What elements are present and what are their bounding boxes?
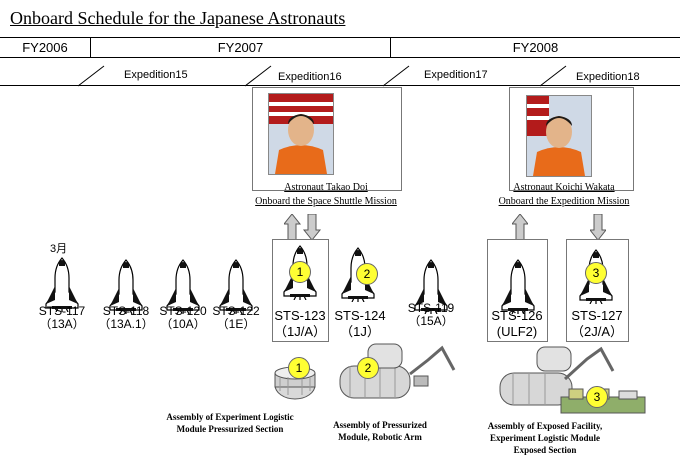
- mission-flight: （2J/A）: [570, 324, 623, 339]
- assembly-caption: Module Pressurized Section: [176, 424, 284, 434]
- mission-name: STS-126: [491, 308, 543, 323]
- mission-name: STS-127: [571, 308, 623, 323]
- assembly-caption: Assembly of Exposed Facility,: [487, 421, 603, 431]
- astronaut-name: Astronaut Takao Doi: [284, 182, 368, 193]
- mission-flight: (ULF2): [496, 324, 538, 339]
- astronaut-photo: [268, 93, 334, 175]
- assembly-caption: Experiment Logistic Module: [490, 433, 600, 443]
- fy-label: FY2006: [22, 40, 68, 55]
- fy-label: FY2008: [512, 40, 559, 55]
- assembly-caption: Assembly of Pressurized: [333, 420, 427, 430]
- mission-flight: （1J/A）: [273, 324, 326, 339]
- assembly-caption: Module, Robotic Arm: [338, 432, 422, 442]
- mission-flight: （13A）: [39, 317, 85, 331]
- mission-name: STS-118: [102, 304, 150, 318]
- mission-flight: （1E）: [216, 317, 256, 331]
- fiscal-year-row: FY2006 FY2007 FY2008: [0, 37, 680, 58]
- assembly-caption: Assembly of Experiment Logistic: [166, 412, 294, 422]
- mission-badge: 3: [585, 262, 607, 284]
- month-note: 3月: [50, 243, 68, 255]
- mission-box: [487, 239, 548, 342]
- expedition-timeline: [0, 65, 680, 87]
- page-title: Onboard Schedule for the Japanese Astron…: [10, 8, 346, 28]
- module-illustration: [499, 346, 646, 414]
- expedition-label: Expedition15: [124, 69, 188, 81]
- fy-label: FY2007: [217, 40, 264, 55]
- assembly-badge: 3: [586, 386, 608, 408]
- mission-flight: （10A）: [160, 317, 206, 331]
- astronaut-role: Onboard the Space Shuttle Mission: [255, 196, 397, 207]
- down-arrow: [590, 214, 606, 240]
- astronaut-box: [252, 87, 402, 191]
- mission-name: STS-122: [212, 304, 260, 318]
- mission-box: [272, 239, 329, 342]
- mission-badge: 2: [356, 263, 378, 285]
- module-illustration: [339, 343, 456, 399]
- mission-name: STS-124: [334, 308, 386, 323]
- mission-badge: 1: [289, 261, 311, 283]
- astronaut-name: Astronaut Koichi Wakata: [513, 182, 615, 193]
- expedition-label: Expedition17: [424, 69, 488, 81]
- expedition-label: Expedition18: [576, 71, 640, 83]
- mission-name: STS-123: [274, 308, 326, 323]
- mission-name: STS-120: [159, 304, 207, 318]
- mission-box: [566, 239, 629, 342]
- up-down-arrows: [284, 214, 322, 240]
- astronaut-photo: [526, 95, 592, 177]
- shuttle-icon: [501, 259, 535, 314]
- astronaut-role: Onboard the Expedition Mission: [498, 196, 630, 207]
- mission-flight: （13A.1）: [98, 317, 154, 331]
- mission-name: STS-119: [407, 301, 455, 315]
- astronaut-box: [509, 87, 634, 191]
- assembly-badge: 1: [288, 357, 310, 379]
- expedition-label: Expedition16: [278, 71, 342, 83]
- mission-flight: （15A）: [408, 314, 454, 328]
- mission-flight: （1J）: [340, 324, 380, 339]
- assembly-caption: Exposed Section: [513, 445, 577, 455]
- fiscal-year-grid: [0, 37, 680, 58]
- assembly-badge: 2: [357, 357, 379, 379]
- mission-name: STS-117: [38, 304, 86, 318]
- up-arrow: [512, 214, 528, 240]
